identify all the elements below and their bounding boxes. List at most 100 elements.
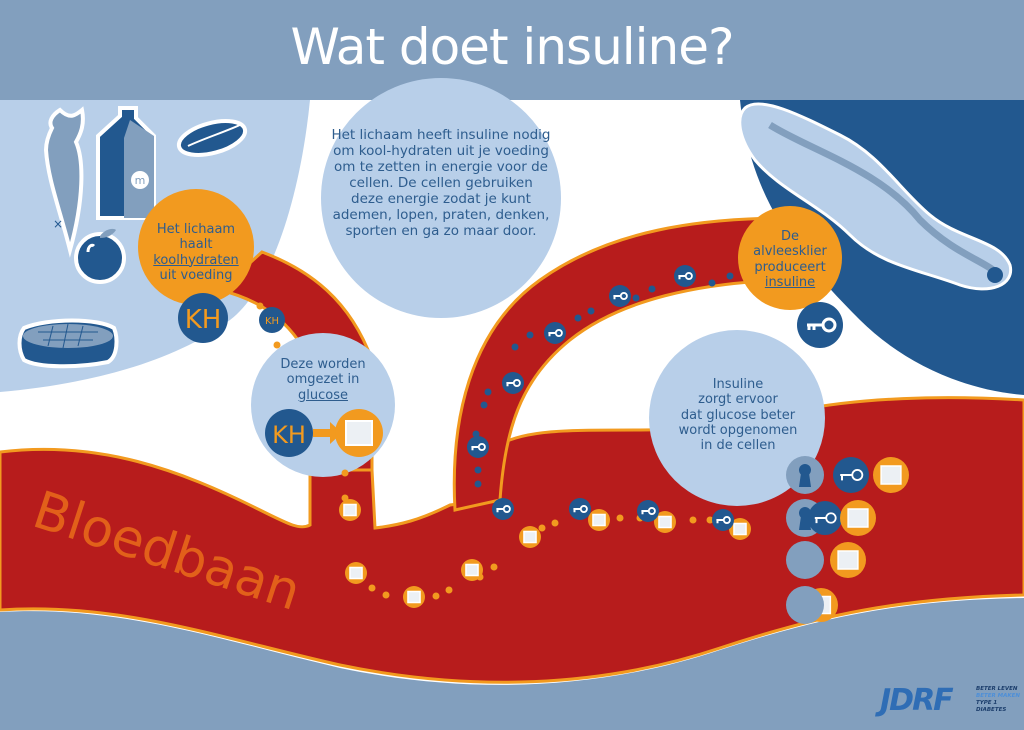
pancreas-step-line: insuline [764, 274, 816, 290]
insulin-dot [648, 285, 656, 293]
insulin-key [637, 500, 659, 522]
glucose-dot [706, 516, 714, 524]
cells-step-line: zorgt ervoor [698, 392, 778, 408]
fish-icon: × [43, 106, 85, 258]
glucose-particle [588, 509, 610, 531]
intro-text: Het lichaam heeft insuline nodig om kool… [331, 127, 551, 239]
key-icon-shaft [716, 519, 724, 524]
glucose-particle [654, 511, 676, 533]
insulin-keys [467, 265, 734, 531]
food-step-line: haalt [179, 237, 213, 253]
key-icon-shaft [573, 508, 581, 513]
glucose-particles [339, 499, 751, 608]
glucose-dot [368, 584, 376, 592]
jdrf-logo-mark: JDRF [880, 683, 954, 718]
insulin-key [808, 501, 842, 535]
header-band [0, 0, 1024, 100]
insulin-dot [632, 294, 640, 302]
milk-letter: m [135, 174, 146, 187]
insulin-dot [526, 331, 534, 339]
cells-step-line: dat glucose beter [680, 407, 796, 423]
insulin-key [569, 498, 591, 520]
glucose-step-line: glucose [298, 387, 348, 403]
glucose-step-bubble [251, 333, 395, 477]
key-icon-shaft [496, 508, 504, 513]
sugar-cube-icon [658, 515, 672, 529]
pancreas-step-text: De alvleesklier produceert insuline [745, 229, 835, 290]
insulin-dot [726, 272, 734, 280]
cells-step-text: Insuline zorgt ervoor dat glucose beter … [663, 377, 813, 454]
cell [786, 586, 824, 624]
glucose-dot [273, 341, 281, 349]
svg-text:×: × [53, 217, 63, 231]
keyhole-icon-slot [799, 516, 811, 530]
glucose-particle [729, 518, 751, 540]
steak-icon [17, 318, 119, 369]
glucose-dot [432, 592, 440, 600]
insulin-dot [472, 430, 480, 438]
key-icon-shaft [678, 275, 686, 280]
glucose-dot [490, 563, 498, 571]
insulin-dot [480, 401, 488, 409]
insulin-dot [474, 480, 482, 488]
key-icon-shaft [548, 332, 556, 337]
glucose-particle [339, 499, 361, 521]
insulin-dot [708, 279, 716, 287]
key-icon [477, 443, 486, 451]
glucose-dot [382, 591, 390, 599]
cell-body [786, 586, 824, 624]
keyhole-icon-slot [799, 473, 811, 487]
key-icon-shaft [506, 382, 514, 387]
glucose-step-line: Deze worden [280, 357, 366, 372]
jdrf-logo: JDRF BETER LEVEN BETER MAKEN TYPE 1 DIAB… [880, 683, 1020, 718]
glucose-particle [840, 500, 876, 536]
glucose-cube-icon [335, 409, 383, 457]
insulin-dot [511, 343, 519, 351]
glucose-step-line: omgezet in [286, 372, 360, 388]
wheat-icon [176, 119, 248, 157]
glucose-dot [616, 514, 624, 522]
jdrf-tagline: BETER LEVEN BETER MAKEN TYPE 1 DIABETES [976, 686, 1020, 714]
insulin-dot [484, 388, 492, 396]
intro-bubble [321, 78, 561, 318]
key-icon-shaft [613, 295, 621, 300]
pancreas-step-line: De [780, 229, 799, 244]
tagline-line: BETER MAKEN [976, 693, 1020, 699]
key-icon [502, 505, 511, 513]
cells-step-line: Insuline [712, 377, 764, 392]
insulin-key [833, 457, 869, 493]
cell-body [786, 541, 824, 579]
key-icon [807, 317, 837, 333]
insulin-dot [574, 314, 582, 322]
insulin-key [467, 436, 489, 458]
key-icon-shaft [840, 474, 853, 481]
sugar-cube-icon [523, 530, 537, 544]
kh-badge [178, 293, 228, 343]
insulin-key [492, 498, 514, 520]
kh-glucose-badge-label: KH [272, 421, 306, 449]
cells-step-line: wordt opgenomen [678, 422, 798, 438]
page-title: Wat doet insuline? [290, 18, 734, 76]
apple-icon [74, 228, 126, 284]
glucose-dot [538, 524, 546, 532]
food-step-bubble [138, 189, 254, 305]
insulin-dot [587, 307, 595, 315]
key-icon-shaft [814, 517, 827, 524]
tagline-line: BETER LEVEN [976, 686, 1018, 692]
kh-glucose-badge [265, 409, 313, 457]
glucose-dot [689, 516, 697, 524]
insulin-key [609, 285, 631, 307]
cell [786, 456, 824, 494]
pancreas-icon [738, 102, 1013, 291]
key-icon-shaft [641, 510, 649, 515]
tagline-line: DIABETES [976, 707, 1007, 713]
tagline-line: TYPE 1 [976, 700, 998, 706]
glucose-dot [341, 469, 349, 477]
glucose-particle [345, 562, 367, 584]
kh-badge-label: KH [185, 305, 222, 335]
kh-small-badge [259, 307, 285, 333]
insulin-key [674, 265, 696, 287]
sugar-cube-icon [407, 590, 421, 604]
sugar-cube-icon [349, 566, 363, 580]
